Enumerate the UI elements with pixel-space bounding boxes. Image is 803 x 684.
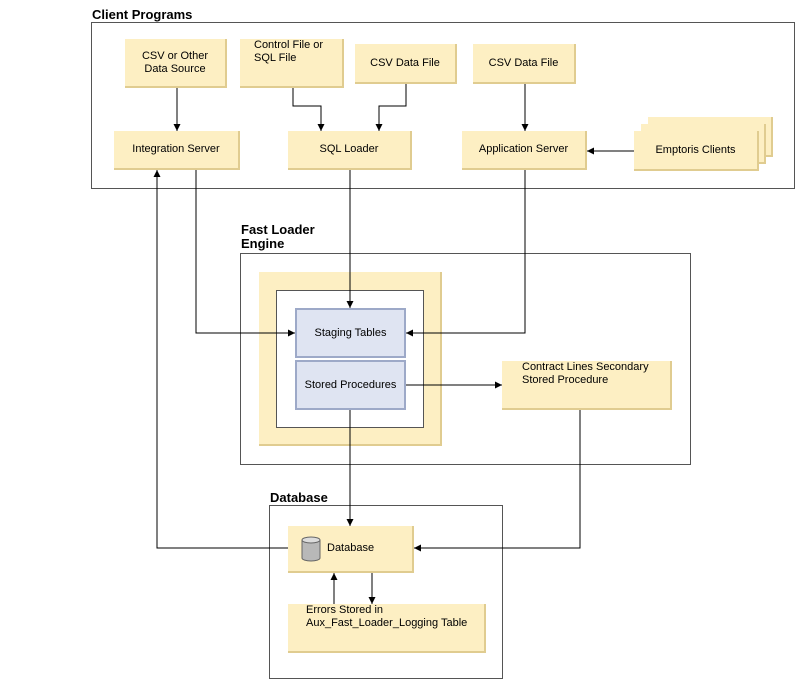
node-control-file-or-sql-file[interactable]: Control File or SQL File xyxy=(240,39,344,88)
node-database-label: Database xyxy=(327,542,375,554)
database-group-title: Database xyxy=(270,490,328,505)
node-emptoris-clients-label: Emptoris Clients xyxy=(655,143,736,156)
node-csv-data-file-2-label: CSV Data File xyxy=(488,56,559,69)
fast-loader-engine-title: Fast Loader Engine xyxy=(241,223,315,251)
fast-loader-engine-title-line2: Engine xyxy=(241,236,285,251)
arrow-contract-lines-to-database xyxy=(414,410,581,552)
node-contract-lines-line2: Stored Procedure xyxy=(522,374,609,386)
fast-loader-engine-title-line1: Fast Loader xyxy=(241,222,315,237)
node-sql-loader-label: SQL Loader xyxy=(319,143,379,155)
node-control-file-line1: Control File or xyxy=(254,39,324,51)
node-staging-tables[interactable]: Staging Tables xyxy=(295,308,406,358)
node-integration-server[interactable]: Integration Server xyxy=(114,131,240,170)
arrow-integration-to-staging xyxy=(195,170,295,337)
node-application-server[interactable]: Application Server xyxy=(462,131,587,170)
node-application-server-label: Application Server xyxy=(478,143,569,155)
node-emptoris-clients[interactable]: Emptoris Clients xyxy=(634,131,759,171)
node-csv-or-other-data-source[interactable]: CSV or Other Data Source xyxy=(125,39,227,88)
node-errors-stored-in-logging-table[interactable]: Errors Stored in Aux_Fast_Loader_Logging… xyxy=(288,604,486,653)
node-errors-line1: Errors Stored in xyxy=(306,604,384,616)
arrow-control-file-to-sql-loader xyxy=(292,88,325,131)
node-integration-server-label: Integration Server xyxy=(132,143,220,155)
arrow-csv-data-to-sql-loader xyxy=(375,84,407,131)
node-errors-line2: Aux_Fast_Loader_Logging Table xyxy=(306,617,468,629)
node-csv-other-line2: Data Source xyxy=(144,62,206,75)
node-csv-data-file-2[interactable]: CSV Data File xyxy=(473,44,576,84)
node-stored-procedures-label: Stored Procedures xyxy=(304,379,397,391)
client-programs-title: Client Programs xyxy=(92,7,193,22)
node-staging-tables-label: Staging Tables xyxy=(314,327,387,339)
node-database[interactable]: Database xyxy=(288,526,414,573)
arrow-app-server-to-staging xyxy=(406,170,526,337)
node-csv-data-file-1[interactable]: CSV Data File xyxy=(355,44,457,84)
node-sql-loader[interactable]: SQL Loader xyxy=(288,131,412,170)
arrow-database-to-integration xyxy=(153,170,288,549)
node-contract-lines-secondary-stored-procedure[interactable]: Contract Lines Secondary Stored Procedur… xyxy=(502,361,672,410)
database-cylinder-icon xyxy=(301,536,321,561)
node-csv-other-line1: CSV or Other xyxy=(141,49,209,62)
node-stored-procedures[interactable]: Stored Procedures xyxy=(295,360,406,410)
node-control-file-line2: SQL File xyxy=(254,52,297,64)
node-csv-data-file-1-label: CSV Data File xyxy=(370,56,440,69)
node-contract-lines-line1: Contract Lines Secondary xyxy=(522,361,649,373)
